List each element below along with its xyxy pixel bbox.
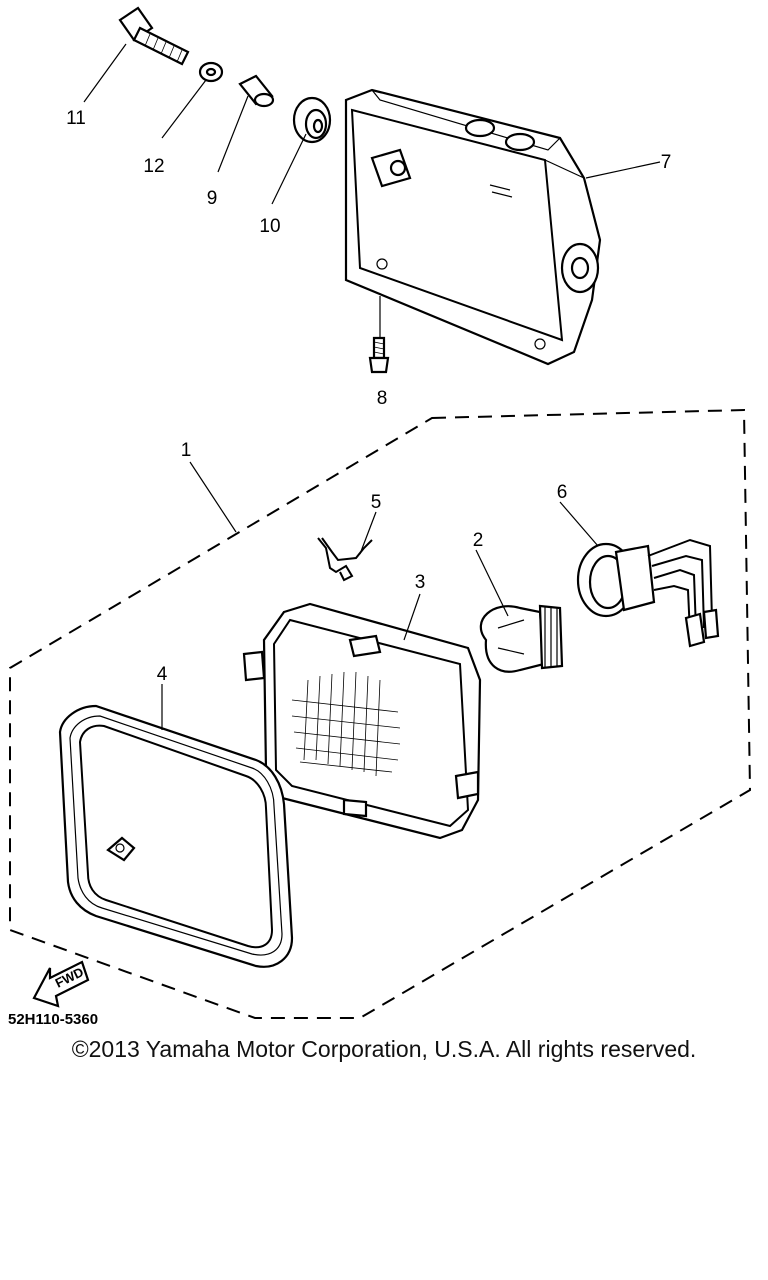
bolt-part xyxy=(118,6,190,66)
callout-6: 6 xyxy=(557,482,568,503)
bulb-part xyxy=(479,604,564,673)
callout-2: 2 xyxy=(473,530,484,551)
callout-3: 3 xyxy=(415,572,426,593)
lens-unit-part xyxy=(242,602,482,840)
callout-7: 7 xyxy=(661,152,672,173)
washer-part xyxy=(198,61,224,83)
callout-5: 5 xyxy=(371,492,382,513)
socket-part xyxy=(576,538,720,648)
grommet-part xyxy=(292,96,332,144)
fwd-arrow-icon: FWD xyxy=(32,960,90,1008)
callout-11: 11 xyxy=(66,108,86,129)
callout-9: 9 xyxy=(207,188,218,209)
leader-lines xyxy=(83,43,661,730)
callout-12: 12 xyxy=(143,156,164,177)
headlight-case-part xyxy=(344,88,602,366)
copyright-text: ©2013 Yamaha Motor Corporation, U.S.A. A… xyxy=(71,1036,697,1062)
assembly-boundary xyxy=(9,408,752,1019)
headlight-rim-part xyxy=(58,704,294,968)
diagram-code: 52H110-5360 xyxy=(8,1011,98,1028)
spring-clip-part xyxy=(317,537,373,582)
parts-diagram: 11 12 9 10 7 8 1 5 2 6 3 4 FWD 52H110-53… xyxy=(8,6,752,1028)
callout-8: 8 xyxy=(377,388,388,409)
collar-part xyxy=(238,74,275,108)
callout-10: 10 xyxy=(259,216,280,237)
callout-4: 4 xyxy=(157,664,168,685)
screw-part xyxy=(368,336,390,374)
callout-1: 1 xyxy=(181,440,192,461)
